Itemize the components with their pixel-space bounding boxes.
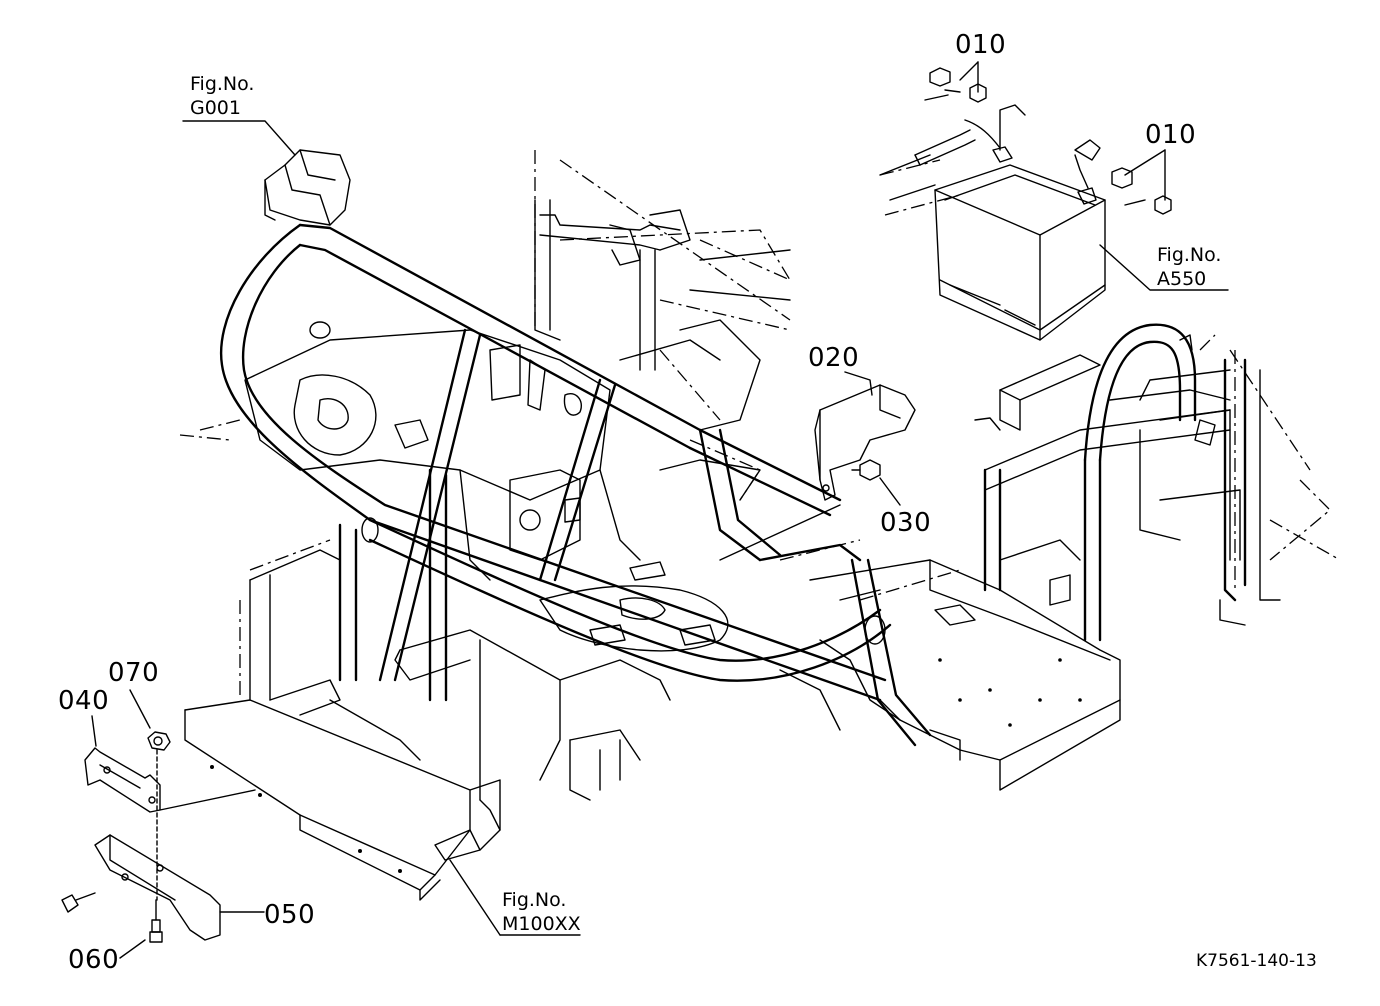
part-number-010-right: 010 [1145, 120, 1197, 150]
figure-ref-a550-label: Fig.No. [1157, 244, 1222, 266]
bracket-g001 [264, 149, 351, 226]
leader-lines [91, 61, 1229, 959]
bracket-020 [719, 384, 916, 561]
figure-ref-g001-label: Fig.No. [190, 73, 255, 95]
battery-a550 [879, 67, 1172, 341]
part-number-050: 050 [264, 900, 316, 930]
front-bumper-m100xx [184, 699, 501, 901]
front-tube-frame [219, 223, 932, 747]
centre-panels [244, 329, 641, 581]
figure-ref-m100xx-label: Fig.No. [502, 889, 567, 911]
centre-lines [179, 150, 1341, 700]
upper-rear-frame [534, 199, 791, 501]
part-number-030: 030 [880, 508, 932, 538]
figure-ref-g001-number: G001 [190, 97, 241, 119]
part-number-040: 040 [58, 686, 110, 716]
figure-ref-g001: Fig.No. G001 [190, 72, 254, 120]
part-number-060: 060 [68, 945, 120, 975]
figure-ref-m100xx: Fig.No. M100XX [502, 888, 581, 936]
figure-ref-m100xx-number: M100XX [502, 913, 581, 935]
figure-ref-a550-number: A550 [1157, 268, 1207, 290]
drawing-code: K7561-140-13 [1196, 951, 1317, 971]
lower-panels [249, 549, 729, 801]
figure-ref-a550: Fig.No. A550 [1157, 243, 1221, 291]
part-number-020: 020 [808, 343, 860, 373]
part-number-070: 070 [108, 658, 160, 688]
rear-floor-plate [779, 559, 1121, 791]
part-number-010-upper: 010 [955, 30, 1007, 60]
rear-right-frame [974, 323, 1281, 642]
front-hitch-brackets [61, 731, 256, 943]
